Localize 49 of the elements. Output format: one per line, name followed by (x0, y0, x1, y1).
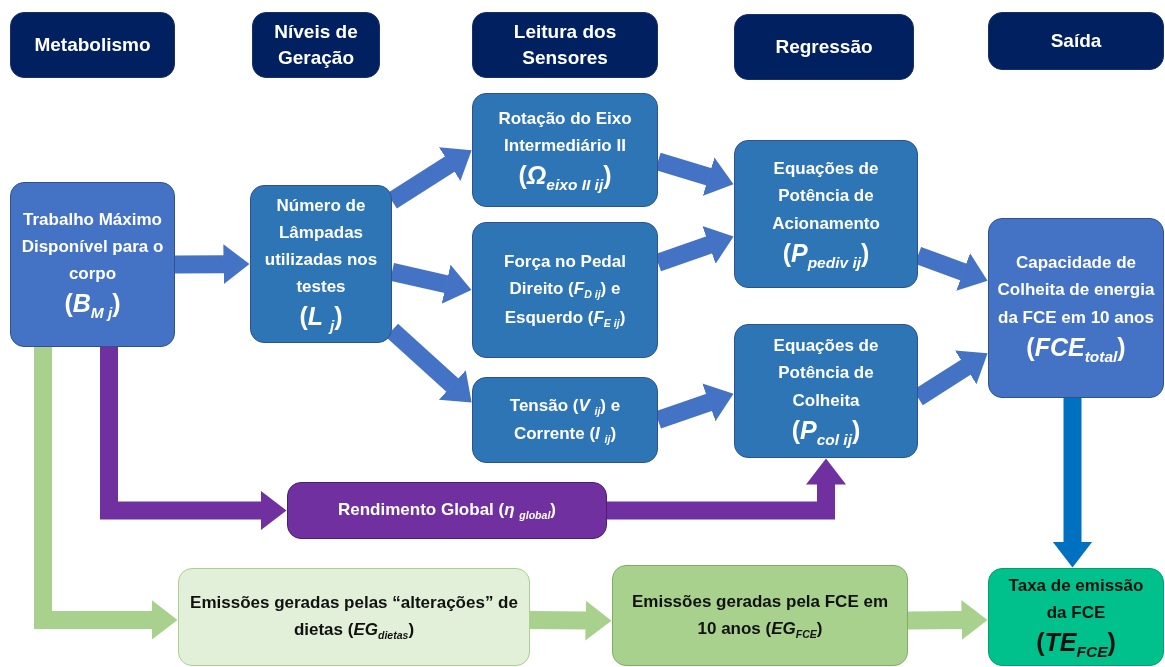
block-arrow (907, 600, 988, 641)
column-header (734, 14, 914, 80)
box-text: Emissões geradas pela FCE em 10 anos (EG$_{FCE}$) (630, 590, 890, 643)
process-box (988, 568, 1164, 666)
box-text: Trabalho Máximo Disponível para o corpo (20, 208, 165, 285)
block-arrow (529, 600, 612, 641)
header-text: Saída (1050, 29, 1102, 54)
process-box (178, 568, 530, 666)
header-text: Níveis de Geração (273, 20, 359, 70)
block-arrow (100, 347, 287, 531)
block-arrow (1052, 398, 1093, 568)
process-box (250, 185, 392, 343)
block-arrow (174, 244, 250, 285)
box-text: Capacidade de Colheita de energia da FCE em 10 anos (997, 252, 1155, 329)
box-text: Emissões geradas pelas “alterações” de dietas (EG$_{dietas}$) (189, 592, 519, 644)
box-text: Força no Pedal Direito (F$_{D ij}$) e Esquerdo (F$_{E ij}$) (503, 251, 627, 331)
block-arrow (607, 458, 846, 520)
process-box (988, 218, 1164, 398)
header-text: Leitura dos Sensores (512, 20, 618, 70)
process-box (734, 140, 918, 288)
formula-label: (Ω$_{eixo II ij}$) (518, 160, 612, 196)
box-text: Rotação do Eixo Intermediário II (497, 107, 633, 157)
box-text: Rendimento Global (η $_{global}$) (337, 499, 556, 524)
box-text: Tensão (V $_{ij}$) e Corrente (I $_{ij}$) (508, 394, 622, 448)
header-text: Metabolismo (34, 33, 151, 58)
box-text: Número de Lâmpadas utilizadas nos testes (263, 194, 379, 299)
column-header (988, 12, 1164, 70)
header-text: Regressão (775, 35, 873, 60)
block-arrow (390, 263, 472, 304)
process-box (472, 222, 658, 358)
column-header (10, 12, 175, 78)
formula-label: (B$_{M j}$) (64, 288, 121, 324)
formula-label: (P$_{col ij}$) (791, 414, 861, 450)
box-text: Equações de Potência de Colheita (772, 335, 880, 412)
column-header (472, 12, 658, 78)
process-box (612, 565, 908, 666)
column-header (252, 12, 380, 78)
formula-label: (FCE$_{total}$) (1026, 331, 1126, 367)
process-box (287, 482, 607, 539)
process-box (472, 377, 658, 463)
process-box (734, 324, 918, 458)
formula-label: (TE$_{FCE}$) (1036, 627, 1116, 663)
process-box (10, 182, 175, 347)
block-arrow (34, 347, 178, 640)
formula-label: (L $_{j}$) (299, 301, 343, 337)
box-text: Taxa de emissão da FCE (1007, 574, 1145, 624)
process-box (472, 93, 658, 207)
box-text: Equações de Potência de Acionamento (771, 158, 881, 235)
formula-label: (P$_{pediv ij}$) (782, 237, 870, 273)
